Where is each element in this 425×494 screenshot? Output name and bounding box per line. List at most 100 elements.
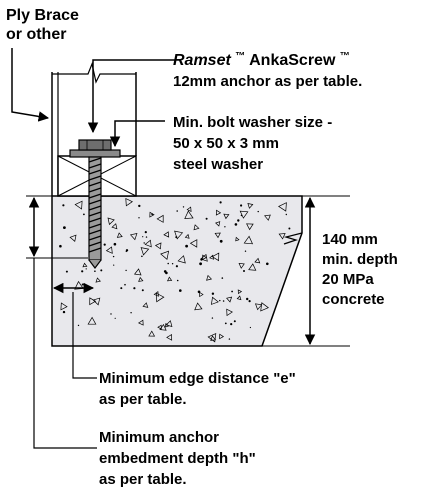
aggregate-speck xyxy=(211,317,214,319)
aggregate-speck xyxy=(138,217,140,219)
aggregate-speck xyxy=(145,236,148,238)
aggregate-speck xyxy=(235,236,240,242)
aggregate-speck xyxy=(197,290,201,294)
aggregate-speck xyxy=(224,226,226,228)
aggregate-speck xyxy=(237,289,243,295)
aggregate-speck xyxy=(176,279,179,282)
aggregate-speck xyxy=(199,262,203,266)
aggregate-speck xyxy=(215,221,221,227)
bolt-thread xyxy=(88,169,102,175)
aggregate-speck xyxy=(113,242,117,246)
aggregate-speck xyxy=(133,287,136,290)
bolt-thread xyxy=(88,175,102,181)
aggregate-speck xyxy=(260,302,269,312)
aggregate-speck xyxy=(62,204,65,207)
aggregate-speck xyxy=(94,270,96,273)
bolt-thread xyxy=(88,229,102,235)
embed-line1: Minimum anchor xyxy=(99,429,219,446)
aggregate-speck xyxy=(125,250,128,253)
aggregate-speck xyxy=(266,262,269,266)
aggregate-speck xyxy=(240,214,243,217)
aggregate-speck xyxy=(248,300,251,303)
ply-brace-line1: Ply Brace xyxy=(6,7,79,24)
ply-brace-label: Ply Brace or other xyxy=(6,7,83,43)
aggregate-speck xyxy=(160,250,170,260)
aggregate-speck xyxy=(222,300,225,302)
aggregate-speck xyxy=(153,290,159,297)
aggregate-speck xyxy=(59,288,62,291)
washer-label: Min. bolt washer size - 50 x 50 x 3 mm s… xyxy=(173,114,336,173)
concrete-line1: 20 MPa xyxy=(322,271,374,288)
aggregate-speck xyxy=(100,269,103,272)
edge-line2: as per table. xyxy=(99,391,187,408)
aggregate-speck xyxy=(74,200,83,210)
aggregate-speck xyxy=(174,230,184,240)
edge-line1: Minimum edge distance "e" xyxy=(99,370,296,387)
bolt-thread xyxy=(88,199,102,205)
aggregate-speck xyxy=(246,297,249,301)
aggregate-speck xyxy=(244,250,247,252)
aggregate-speck xyxy=(210,296,219,305)
aggregate-speck xyxy=(125,269,127,272)
aggregate-speck xyxy=(199,291,204,298)
aggregate-speck xyxy=(179,289,182,292)
aggregate-speck xyxy=(141,289,144,292)
aggregate-speck xyxy=(278,233,286,240)
aggregate-speck xyxy=(63,226,66,230)
bolt-thread xyxy=(88,211,102,217)
anchor-shank xyxy=(88,156,102,269)
bolt-thread xyxy=(88,217,102,223)
embedment-dimension xyxy=(26,195,97,449)
aggregate-speck xyxy=(142,302,149,308)
aggregate-speck xyxy=(214,232,221,239)
edge-distance-dimension xyxy=(52,282,97,379)
aggregate-speck xyxy=(140,247,150,256)
aggregate-speck xyxy=(211,252,220,262)
aggregate-speck xyxy=(194,302,203,311)
aggregate-speck xyxy=(125,198,133,207)
aggregate-speck xyxy=(264,214,271,221)
aggregate-speck xyxy=(205,217,208,220)
aggregate-speck xyxy=(211,292,215,295)
aggregate-speck xyxy=(167,262,169,265)
aggregate-speck xyxy=(69,234,77,242)
aggregate-speck xyxy=(285,213,287,216)
aggregate-speck xyxy=(277,202,287,212)
anchor-label-line1: Ramset ™ AnkaScrew ™ xyxy=(173,46,350,69)
aggregate-speck xyxy=(236,295,242,301)
aggregate-speck xyxy=(185,244,189,248)
aggregate-speck xyxy=(154,242,162,250)
aggregate-speck xyxy=(243,235,254,245)
bolt-thread xyxy=(88,157,102,163)
aggregate-speck xyxy=(166,333,173,341)
aggregate-speck xyxy=(219,201,222,204)
embedment-label: Minimum anchor embedment depth "h" as pe… xyxy=(99,429,260,488)
aggregate-speck xyxy=(137,319,144,326)
concrete-aggregate xyxy=(59,198,291,343)
aggregate-speck xyxy=(247,203,254,209)
aggregate-speck xyxy=(87,316,97,325)
bolt-thread xyxy=(88,193,102,199)
aggregate-speck xyxy=(202,254,207,261)
aggregate-speck xyxy=(254,303,263,311)
edge-distance-label: Minimum edge distance "e" as per table. xyxy=(99,370,300,408)
anchor-label-line2: 12mm anchor as per table. xyxy=(173,73,362,90)
aggregate-speck xyxy=(219,239,223,243)
aggregate-speck xyxy=(219,299,221,302)
aggregate-speck xyxy=(138,204,141,208)
aggregate-speck xyxy=(95,277,101,283)
aggregate-speck xyxy=(111,223,118,230)
aggregate-speck xyxy=(257,210,259,213)
ply-brace-leader xyxy=(11,48,50,122)
aggregate-speck xyxy=(164,322,170,328)
aggregate-speck xyxy=(215,209,222,216)
aggregate-speck xyxy=(157,324,162,330)
aggregate-speck xyxy=(159,323,167,331)
aggregate-speck xyxy=(246,223,254,231)
anchor-brand-tm: ™ xyxy=(235,51,245,62)
bolt-thread xyxy=(88,241,102,247)
bolt-thread xyxy=(88,187,102,193)
aggregate-speck xyxy=(82,262,88,268)
aggregate-speck xyxy=(175,265,178,268)
